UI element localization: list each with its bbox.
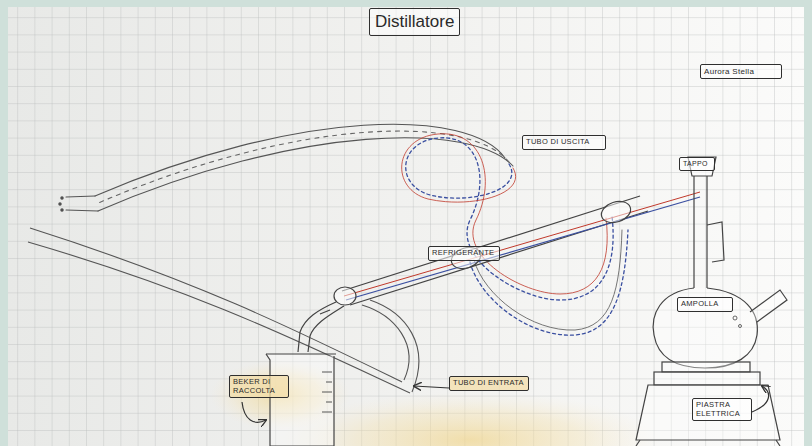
part-label: PIASTRA ELETTRICA (692, 398, 752, 421)
flask (653, 157, 787, 368)
part-label: AMPOLLA (677, 297, 733, 312)
part-label: TUBO DI ENTRATA (449, 376, 529, 391)
inlet-hose (28, 228, 419, 393)
label-text: REFRIGERANTE (432, 249, 496, 258)
label-text: AMPOLLA (681, 300, 729, 309)
collection-beaker (266, 354, 336, 446)
part-label: TUBO DI USCITA (522, 135, 606, 150)
condenser (298, 192, 700, 352)
grid (8, 7, 804, 446)
part-label: BEKER DI RACCOLTA (229, 375, 289, 398)
label-text: PIASTRA ELETTRICA (696, 401, 748, 418)
label-text: TUBO DI USCITA (526, 138, 602, 147)
label-text: BEKER DI RACCOLTA (233, 378, 285, 395)
hose-loops (402, 134, 628, 335)
part-label: REFRIGERANTE (428, 246, 500, 261)
hot-plate (636, 362, 780, 446)
paper (8, 7, 804, 446)
diagram-title: Distillatore (369, 8, 460, 36)
label-text: TAPPO (683, 160, 711, 168)
label-text: TUBO DI ENTRATA (453, 379, 525, 388)
part-label: TAPPO (679, 157, 715, 171)
author-box: Aurora Stella (700, 64, 782, 79)
label-text: Aurora Stella (704, 67, 778, 76)
leader-arrows (242, 386, 769, 422)
